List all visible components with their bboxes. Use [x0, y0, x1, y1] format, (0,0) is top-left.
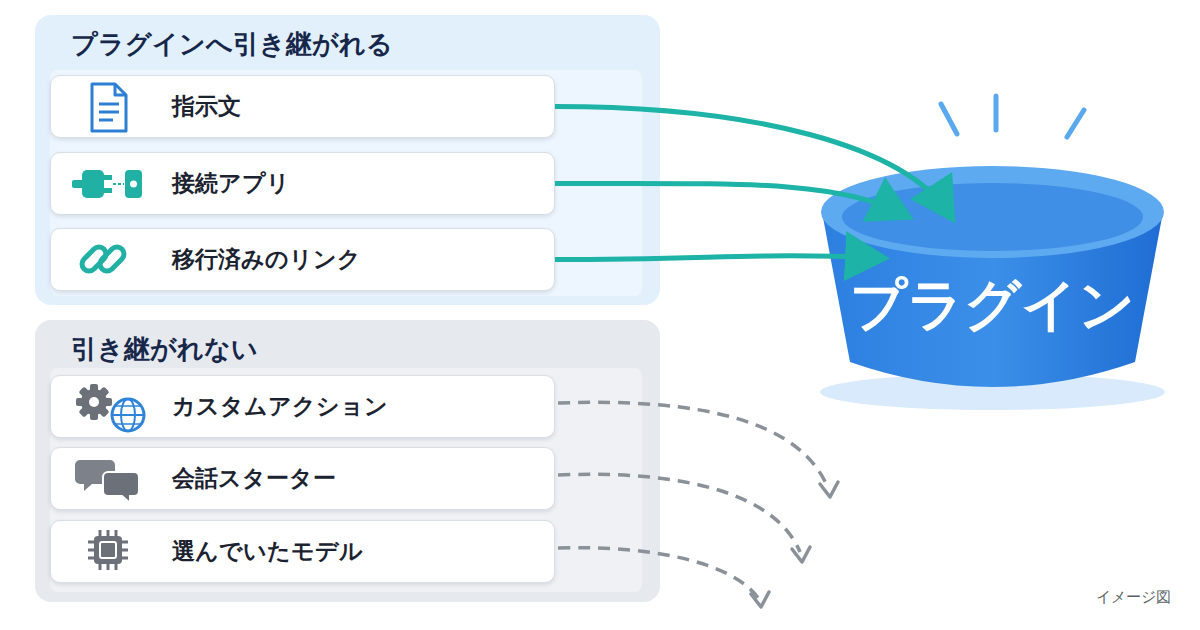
ray [1067, 110, 1084, 137]
dropped-heads [751, 482, 838, 607]
ray [941, 104, 957, 134]
item-label: 接続アプリ [172, 168, 290, 199]
open-head [792, 547, 810, 562]
ray [994, 96, 999, 130]
image-note: イメージ図 [1096, 588, 1171, 607]
open-head [820, 482, 838, 497]
group-panel: 引き継がれないカスタムアクション会話スターター選んでいたモデル [35, 320, 660, 602]
glow-rays [941, 96, 1084, 137]
plugin-bucket: プラグイン [820, 150, 1165, 412]
panel-strip [50, 368, 642, 592]
item-label: 会話スターター [172, 463, 336, 494]
group-heading: プラグインへ引き継がれる [71, 27, 393, 62]
bucket-rim [821, 166, 1164, 258]
item-label: 移行済みのリンク [172, 244, 361, 275]
item-box: 選んでいたモデル [50, 520, 555, 583]
group-heading: 引き継がれない [71, 332, 258, 367]
plugin-label: プラグイン [820, 268, 1165, 344]
item-box: 接続アプリ [50, 152, 555, 215]
item-label: 指示文 [172, 91, 241, 122]
item-label: カスタムアクション [172, 391, 388, 422]
item-box: 移行済みのリンク [50, 228, 555, 291]
item-box: 指示文 [50, 75, 555, 138]
item-box: カスタムアクション [50, 375, 555, 438]
panel-strip [50, 70, 642, 296]
bucket-opening [842, 183, 1143, 251]
item-label: 選んでいたモデル [172, 536, 363, 567]
open-head [751, 592, 769, 607]
group-panel: プラグインへ引き継がれる指示文接続アプリ移行済みのリンク [35, 15, 660, 305]
item-box: 会話スターター [50, 447, 555, 510]
